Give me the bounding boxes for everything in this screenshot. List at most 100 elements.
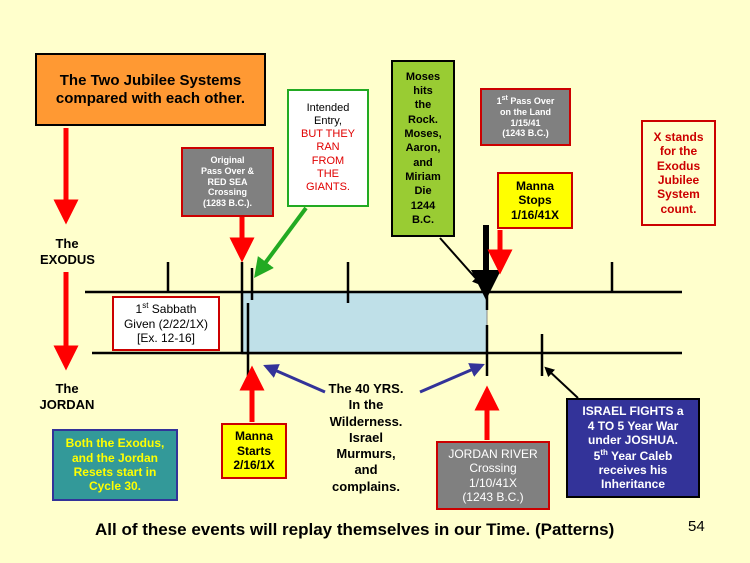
- jordan-river-line3: 1/10/41X: [468, 475, 518, 490]
- passover-line1: Original: [210, 155, 245, 165]
- forty-years-line6: and: [354, 462, 378, 478]
- intended-line3: BUT THEY: [301, 128, 355, 141]
- israel-fights-line1: ISRAEL FIGHTS a: [582, 404, 684, 419]
- first-passover-line3: 1/15/41: [510, 117, 541, 128]
- intended-entry-box: Intended Entry, BUT THEY RAN FROM THE GI…: [287, 89, 369, 207]
- israel-fights-rest: Year Caleb: [607, 448, 673, 463]
- cycle-line2: and the Jordan: [71, 450, 158, 465]
- first-passover-sup: st: [501, 94, 508, 102]
- page-number: 54: [688, 518, 705, 535]
- sabbath-num: 1: [135, 302, 143, 317]
- x-stands-line: X stands: [653, 129, 704, 144]
- israel-fights-line5: receives his: [598, 462, 668, 477]
- intended-line2: Entry,: [314, 115, 342, 128]
- manna-starts-line3: 2/16/1X: [233, 458, 275, 473]
- jordan-river-line2: Crossing: [469, 461, 517, 476]
- moses-line: Aaron,: [405, 142, 441, 155]
- israel-fights-sup: th: [600, 447, 608, 457]
- forty-years-line4: Israel: [349, 429, 383, 445]
- passover-line2: Pass Over &: [200, 165, 255, 176]
- x-stands-line: Jubilee: [657, 173, 700, 187]
- moses-line: 1244: [410, 199, 436, 212]
- israel-fights-arrow: [544, 366, 579, 399]
- manna-stops-line3: 1/16/41X: [510, 207, 560, 222]
- sabbath-box: 1st Sabbath Given (2/22/1X) [Ex. 12-16]: [112, 296, 220, 351]
- intended-line7: GIANTS.: [305, 180, 350, 193]
- passover-line5: (1283 B.C.).: [202, 198, 253, 209]
- forty-years-text: The 40 YRS. In the Wilderness. Israel Mu…: [313, 381, 419, 495]
- moses-line: Moses,: [404, 128, 442, 141]
- intended-line6: THE: [317, 167, 339, 180]
- jordan-river-box: JORDAN RIVER Crossing 1/10/41X (1243 B.C…: [436, 441, 550, 510]
- first-passover-num: 1: [496, 95, 502, 106]
- manna-starts-line2: Starts: [236, 443, 271, 458]
- moses-line: hits: [413, 85, 433, 98]
- manna-starts-box: Manna Starts 2/16/1X: [221, 423, 287, 479]
- title-box: The Two Jubilee Systems compared with ea…: [35, 53, 266, 126]
- moses-line: and: [413, 156, 433, 169]
- manna-stops-line1: Manna: [515, 178, 554, 193]
- israel-fights-line3: under JOSHUA.: [587, 433, 678, 448]
- moses-line: Moses: [405, 70, 441, 83]
- israel-fights-line6: Inheritance: [600, 477, 666, 492]
- x-stands-box: X stands for the Exodus Jubilee System c…: [641, 120, 716, 226]
- forty-years-arrow-left: [263, 364, 326, 394]
- moses-line: Miriam: [405, 170, 441, 183]
- passover-line4: Crossing: [207, 187, 247, 198]
- sabbath-line3: [Ex. 12-16]: [136, 331, 196, 346]
- forty-years-arrow-right: [419, 363, 485, 394]
- jordan-label-line1: The: [55, 381, 79, 396]
- moses-line: Die: [414, 185, 432, 198]
- x-stands-line: System: [657, 187, 700, 202]
- cycle-line3: Resets start in: [73, 465, 157, 479]
- jordan-river-line1: JORDAN RIVER: [448, 446, 538, 461]
- wilderness-period-band: [241, 291, 488, 355]
- manna-stops-box: Manna Stops 1/16/41X: [497, 172, 573, 229]
- israel-fights-line2: 4 TO 5 Year War: [587, 418, 679, 433]
- x-stands-line: count.: [660, 201, 697, 216]
- first-passover-rest: Pass Over: [507, 95, 555, 106]
- manna-starts-line1: Manna: [234, 429, 273, 444]
- passover-line3: RED SEA: [207, 176, 248, 187]
- first-passover-line1: 1st Pass Over: [497, 95, 555, 107]
- moses-line: Rock.: [408, 113, 438, 126]
- footer-text: All of these events will replay themselv…: [95, 520, 615, 539]
- moses-arrow: [439, 237, 483, 286]
- x-stands-line: for the: [659, 144, 698, 159]
- x-stands-line: Exodus: [656, 158, 701, 173]
- first-passover-line4: (1243 B.C.): [502, 128, 549, 139]
- first-passover-box: 1st Pass Over on the Land 1/15/41 (1243 …: [480, 88, 571, 146]
- original-passover-box: Original Pass Over & RED SEA Crossing (1…: [181, 147, 274, 217]
- first-passover-line2: on the Land: [500, 106, 551, 117]
- intended-line1: Intended: [306, 101, 350, 114]
- forty-years-line3: Wilderness.: [329, 413, 403, 429]
- exodus-label-line2: EXODUS: [40, 252, 95, 268]
- title-text: The Two Jubilee Systems compared with ea…: [55, 71, 246, 107]
- intended-line5: FROM: [311, 154, 345, 167]
- forty-years-line7: complains.: [332, 478, 400, 494]
- moses-line: B.C.: [412, 213, 434, 226]
- exodus-label: The EXODUS: [40, 236, 95, 269]
- forty-years-line1: The 40 YRS.: [328, 381, 404, 396]
- intended-line4: RAN: [316, 141, 340, 154]
- israel-fights-num: 5: [593, 448, 601, 463]
- sabbath-line1: 1st Sabbath: [136, 301, 197, 316]
- sabbath-rest: Sabbath: [148, 302, 197, 317]
- forty-years-line2: In the: [348, 397, 384, 413]
- cycle-line1: Both the Exodus,: [65, 436, 165, 451]
- manna-stops-line2: Stops: [518, 193, 552, 208]
- sabbath-line2: Given (2/22/1X): [123, 316, 209, 331]
- moses-box: Moses hits the Rock. Moses, Aaron, and M…: [391, 60, 455, 237]
- moses-line: the: [414, 99, 432, 112]
- forty-years-line5: Murmurs,: [336, 446, 396, 461]
- cycle-line4: Cycle 30.: [88, 479, 142, 494]
- jordan-river-line4: (1243 B.C.): [462, 489, 524, 504]
- israel-fights-box: ISRAEL FIGHTS a 4 TO 5 Year War under JO…: [566, 398, 700, 498]
- israel-fights-line4: 5th Year Caleb: [594, 448, 673, 463]
- intended-entry-arrow: [254, 206, 308, 279]
- cycle-box: Both the Exodus, and the Jordan Resets s…: [52, 429, 178, 501]
- jordan-label-line2: JORDAN: [39, 397, 95, 413]
- exodus-label-line1: The: [55, 236, 79, 251]
- jordan-label: The JORDAN: [36, 381, 98, 414]
